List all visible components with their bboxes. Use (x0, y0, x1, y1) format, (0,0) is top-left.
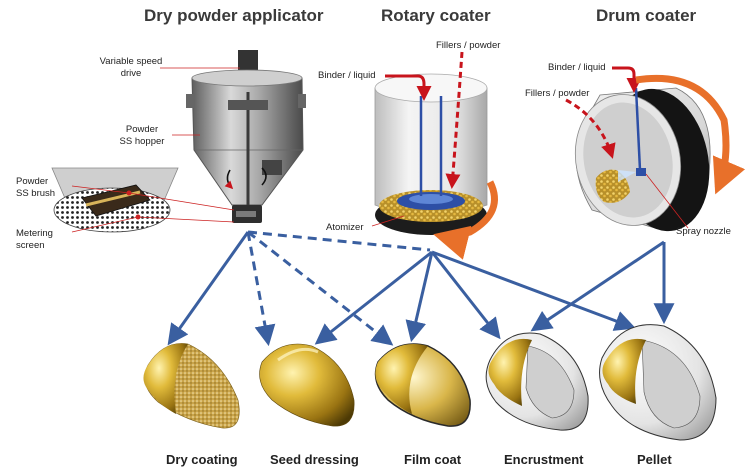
label-metering-screen-line1: Metering (16, 228, 53, 239)
label-rotary-binder-liquid: Binder / liquid (318, 70, 376, 81)
label-rotary-fillers-powder: Fillers / powder (436, 40, 501, 51)
process-arrows (167, 230, 675, 347)
arrow-applicator-seed-dressing (246, 231, 276, 347)
leader-brush (71, 185, 235, 211)
arrow-rotary-encrustment (430, 251, 501, 340)
caption-dry-coating: Dry coating (166, 452, 238, 467)
arrow-rotary-pellet (431, 250, 636, 331)
binder-flow-arrow (385, 74, 432, 101)
rotary-coater (371, 51, 498, 260)
brush-screen-inset (51, 167, 179, 233)
caption-seed-dressing: Seed dressing (270, 452, 359, 467)
rotation-arrow (433, 180, 498, 260)
arrow-applicator-film-coat (247, 230, 394, 346)
label-metering-screen-line2: screen (16, 240, 45, 251)
label-powder-brush-line1: Powder (16, 176, 49, 187)
caption-film-coat: Film coat (404, 452, 462, 467)
drum-binder-arrow (612, 66, 642, 93)
label-atomizer: Atomizer (326, 222, 364, 233)
caption-encrustment: Encrustment (504, 452, 584, 467)
arrow-rotary-seed-dressing (314, 250, 433, 345)
spray-nozzle (636, 168, 646, 176)
label-spray-nozzle: Spray nozzle (676, 226, 731, 237)
label-powder-hopper-line1: Powder (125, 124, 159, 135)
label-powder-brush: Powder SS brush (16, 176, 55, 200)
heading-drum-coater: Drum coater (596, 6, 697, 25)
leader-atomizer (371, 215, 405, 227)
label-variable-speed-drive-line1: Variable speed (99, 56, 163, 67)
product-seed-dressing (259, 343, 355, 427)
label-powder-hopper: Powder SS hopper (112, 124, 172, 148)
product-dry-coating (143, 343, 240, 429)
leader-screen (71, 216, 235, 233)
product-pellet (599, 324, 717, 441)
label-variable-speed-drive-line2: drive (120, 68, 142, 79)
heading-dry-powder-applicator: Dry powder applicator (144, 6, 324, 25)
drum-rotation-arrow (635, 74, 746, 195)
arrow-applicator-dry-coating (167, 231, 250, 346)
arrow-drum-encrustment (530, 240, 665, 332)
arrow-applicator-to-rotary (247, 230, 431, 252)
label-drum-fillers-powder: Fillers / powder (525, 88, 590, 99)
label-drum-binder-liquid: Binder / liquid (548, 62, 606, 73)
fillers-flow-arrow (445, 51, 464, 189)
arrow-rotary-film-coat (405, 251, 434, 343)
label-variable-speed-drive: Variable speed drive (96, 56, 166, 80)
label-metering-screen: Metering screen (16, 228, 53, 252)
heading-rotary-coater: Rotary coater (381, 6, 491, 25)
label-powder-hopper-line2: SS hopper (119, 136, 165, 147)
dry-powder-applicator (51, 50, 306, 233)
caption-pellet: Pellet (637, 452, 672, 467)
drum-coater (565, 66, 746, 232)
product-film-coat (374, 343, 471, 427)
label-powder-brush-line2: SS brush (16, 188, 56, 199)
leader-nozzle (645, 173, 689, 229)
product-encrustment (485, 332, 589, 431)
